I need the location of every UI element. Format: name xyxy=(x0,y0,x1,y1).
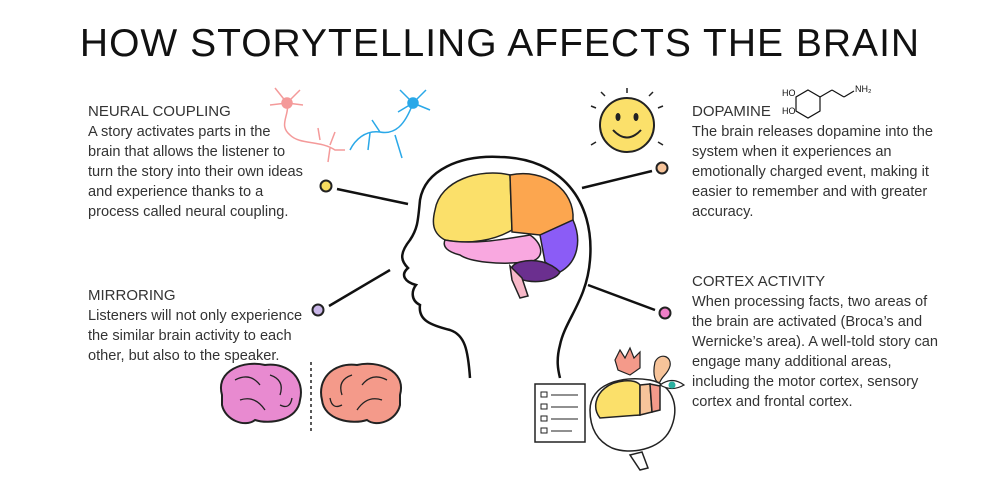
eye-icon xyxy=(658,379,686,390)
dopamine-section: DOPAMINE The brain releases dopamine int… xyxy=(692,102,937,222)
mirroring-heading: MIRRORING xyxy=(88,287,176,304)
mirroring-dot xyxy=(311,303,325,317)
mirroring-section: MIRRORING Listeners will not only experi… xyxy=(88,286,318,366)
neuron-right-icon xyxy=(349,89,431,159)
mirror-brain-left-icon xyxy=(219,362,302,425)
dopamine-heading: DOPAMINE xyxy=(692,103,771,120)
page-title: HOW STORYTELLING AFFECTS THE BRAIN xyxy=(79,22,921,65)
connector-lines xyxy=(328,169,656,312)
head-outline-icon xyxy=(401,155,592,379)
brain-icon xyxy=(432,172,579,299)
dopamine-body: The brain releases dopamine into the sys… xyxy=(692,124,933,220)
neural-coupling-body: A story activates parts in the brain tha… xyxy=(88,124,303,220)
cortex-activity-section: CORTEX ACTIVITY When processing facts, t… xyxy=(692,272,947,412)
neural-coupling-dot xyxy=(319,179,333,193)
neuron-left-icon xyxy=(269,87,345,163)
hand-icon xyxy=(614,346,641,376)
cortex-activity-body: When processing facts, two areas of the … xyxy=(692,294,939,410)
dopamine-molecule-icon: HO HO NH₂ xyxy=(782,84,872,119)
cortex-brain-icon xyxy=(589,378,676,471)
molecule-ho-bottom: HO xyxy=(782,106,796,116)
cortex-dot xyxy=(658,306,672,320)
neural-coupling-heading: NEURAL COUPLING xyxy=(88,103,231,120)
mirroring-body: Listeners will not only experience the s… xyxy=(88,308,303,364)
cortex-activity-heading: CORTEX ACTIVITY xyxy=(692,273,826,290)
molecule-ho-top: HO xyxy=(782,88,796,98)
molecule-nh2: NH₂ xyxy=(855,84,872,94)
dopamine-dot xyxy=(655,161,669,175)
ear-icon xyxy=(653,355,671,383)
neural-coupling-section: NEURAL COUPLING A story activates parts … xyxy=(88,102,303,222)
mirror-brain-right-icon xyxy=(320,362,403,425)
smiley-sun-icon xyxy=(590,88,664,153)
checklist-icon xyxy=(534,383,586,443)
